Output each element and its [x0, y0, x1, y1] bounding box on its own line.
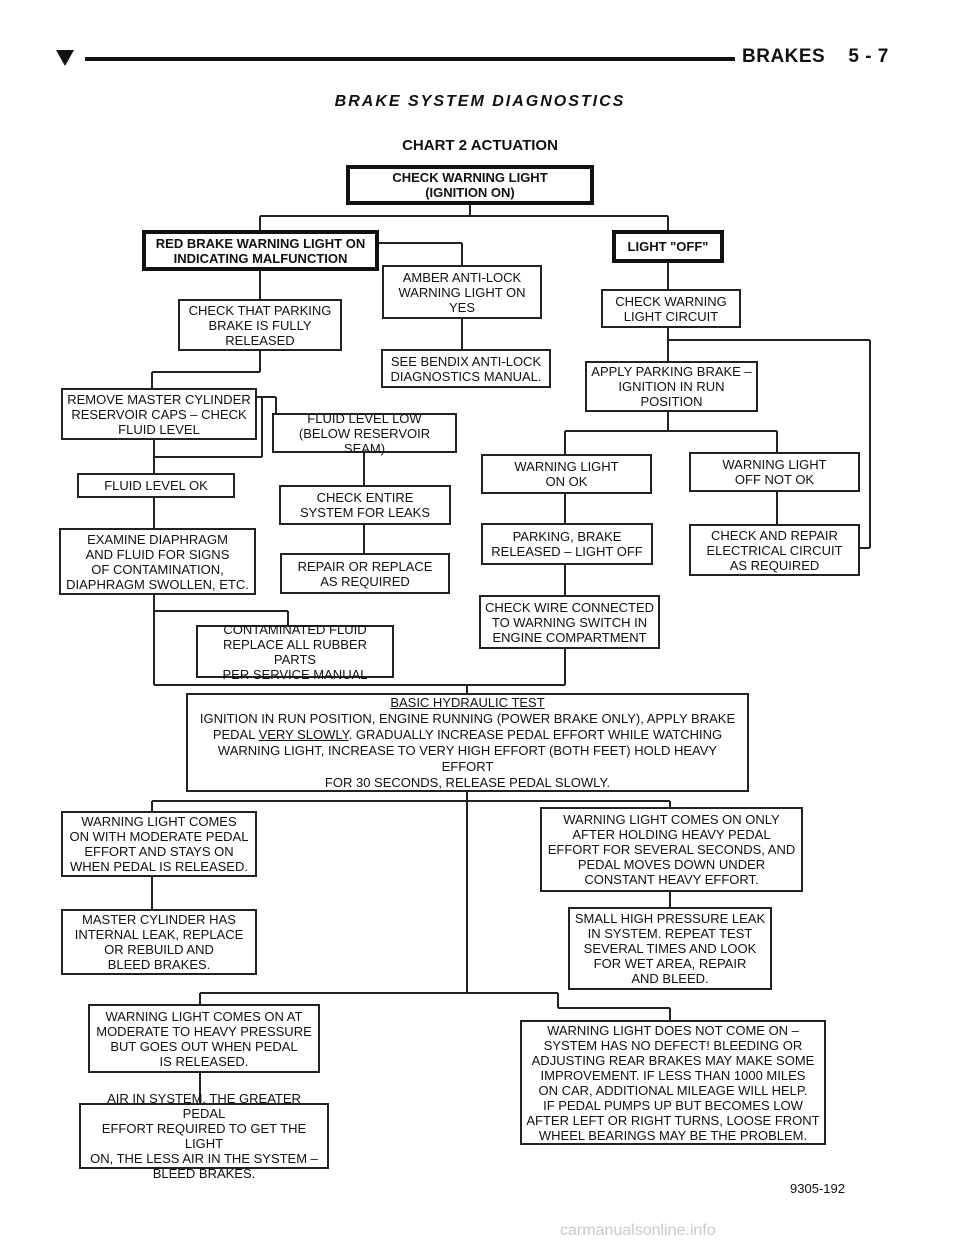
hydraulic-test-line-3: WARNING LIGHT, INCREASE TO VERY HIGH EFF…	[217, 742, 718, 774]
does-not-come-on-box: WARNING LIGHT DOES NOT COME ON – SYSTEM …	[520, 1020, 826, 1145]
header-rule	[85, 57, 735, 61]
hydraulic-test-line-2c: . GRADUALLY INCREASE PEDAL EFFORT WHILE …	[348, 726, 723, 742]
red-brake-warning-box: RED BRAKE WARNING LIGHT ON INDICATING MA…	[142, 230, 379, 271]
warning-light-off-not-ok-box: WARNING LIGHT OFF NOT OK	[689, 452, 860, 492]
hydraulic-test-title: BASIC HYDRAULIC TEST	[390, 694, 545, 710]
watermark: carmanualsonline.info	[560, 1222, 716, 1239]
page-title: BRAKE SYSTEM DIAGNOSTICS	[334, 93, 626, 110]
comes-on-only-box: WARNING LIGHT COMES ON ONLY AFTER HOLDIN…	[540, 807, 803, 892]
hydraulic-test-line-4: FOR 30 SECONDS, RELEASE PEDAL SLOWLY.	[324, 774, 611, 790]
hydraulic-test-emphasis: VERY SLOWLY	[258, 726, 349, 742]
apply-parking-brake-box: APPLY PARKING BRAKE – IGNITION IN RUN PO…	[585, 361, 758, 412]
comes-on-at-pressure-box: WARNING LIGHT COMES ON AT MODERATE TO HE…	[88, 1004, 320, 1073]
repair-electrical-circuit-box: CHECK AND REPAIR ELECTRICAL CIRCUIT AS R…	[689, 524, 860, 576]
small-pressure-leak-box: SMALL HIGH PRESSURE LEAK IN SYSTEM. REPE…	[568, 907, 772, 990]
amber-anti-lock-box: AMBER ANTI-LOCK WARNING LIGHT ON YES	[382, 265, 542, 319]
fluid-level-ok-box: FLUID LEVEL OK	[77, 473, 235, 498]
hydraulic-test-line-2: PEDAL VERY SLOWLY. GRADUALLY INCREASE PE…	[213, 727, 722, 743]
chart-title: CHART 2 ACTUATION	[402, 137, 558, 154]
contaminated-fluid-box: CONTAMINATED FLUID REPLACE ALL RUBBER PA…	[196, 622, 394, 682]
comes-on-moderate-box: WARNING LIGHT COMES ON WITH MODERATE PED…	[61, 811, 257, 877]
check-system-leaks-box: CHECK ENTIRE SYSTEM FOR LEAKS	[279, 485, 451, 525]
section-marker-icon	[56, 50, 74, 66]
repair-or-replace-box: REPAIR OR REPLACE AS REQUIRED	[280, 553, 450, 594]
hydraulic-test-line-1: IGNITION IN RUN POSITION, ENGINE RUNNING…	[199, 710, 736, 726]
master-cylinder-leak-box: MASTER CYLINDER HAS INTERNAL LEAK, REPLA…	[61, 909, 257, 975]
fluid-level-low-box: FLUID LEVEL LOW (BELOW RESERVOIR SEAM)	[272, 411, 457, 456]
examine-diaphragm-box: EXAMINE DIAPHRAGM AND FLUID FOR SIGNS OF…	[59, 528, 256, 595]
air-in-system-box: AIR IN SYSTEM. THE GREATER PEDAL EFFORT …	[79, 1091, 329, 1181]
hydraulic-test-line-2a: PEDAL	[212, 726, 259, 742]
check-parking-brake-box: CHECK THAT PARKING BRAKE IS FULLY RELEAS…	[178, 299, 342, 351]
parking-brake-released-box: PARKING, BRAKE RELEASED – LIGHT OFF	[481, 523, 653, 565]
page-number: 5 - 7	[848, 46, 889, 67]
warning-light-on-ok-box: WARNING LIGHT ON OK	[481, 454, 652, 494]
remove-reservoir-caps-box: REMOVE MASTER CYLINDER RESERVOIR CAPS – …	[61, 388, 257, 440]
basic-hydraulic-test-box: BASIC HYDRAULIC TEST IGNITION IN RUN POS…	[186, 693, 749, 792]
bendix-manual-box: SEE BENDIX ANTI-LOCK DIAGNOSTICS MANUAL.	[381, 349, 551, 388]
check-warning-circuit-box: CHECK WARNING LIGHT CIRCUIT	[601, 289, 741, 328]
page-header: BRAKES 5 - 7	[742, 46, 889, 68]
section-name: BRAKES	[742, 46, 826, 67]
light-off-box: LIGHT "OFF"	[612, 230, 724, 263]
check-warning-light-box: CHECK WARNING LIGHT (IGNITION ON)	[346, 165, 594, 205]
check-wire-connected-box: CHECK WIRE CONNECTED TO WARNING SWITCH I…	[479, 595, 660, 649]
figure-id: 9305-192	[790, 1181, 845, 1196]
